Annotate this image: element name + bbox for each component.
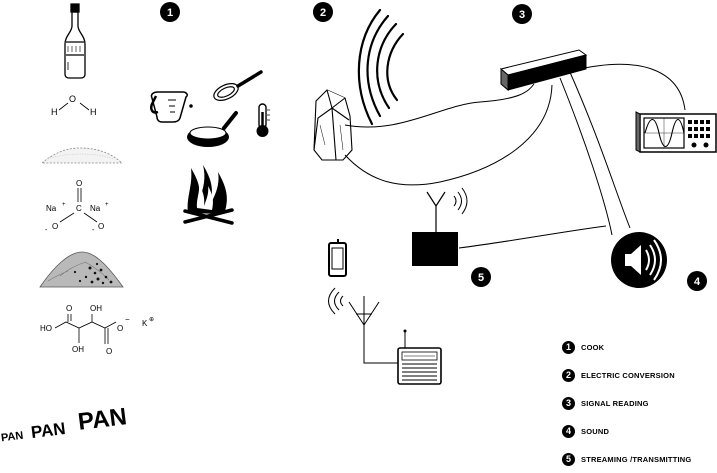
svg-text:HO: HO — [40, 324, 52, 333]
svg-text:C: C — [76, 204, 82, 213]
svg-text:O: O — [98, 222, 104, 231]
legend-label: STREAMING /TRANSMITTING — [581, 454, 692, 464]
svg-text:−: − — [125, 315, 130, 324]
svg-text:⊕: ⊕ — [149, 317, 154, 323]
svg-text:3: 3 — [519, 9, 525, 21]
legend-item-cook: 1 COOK — [562, 333, 714, 361]
svg-text:O: O — [66, 304, 72, 313]
svg-text:+: + — [105, 202, 109, 208]
svg-text:O: O — [117, 324, 123, 333]
mobile-phone-icon — [328, 239, 347, 277]
fire-icon — [183, 165, 234, 225]
diagram-canvas: H O H O C Na + Na + O O - - OH O — [39, 2, 717, 385]
badge-1: 1 — [160, 2, 180, 22]
svg-text:+: + — [62, 202, 66, 208]
speaker-icon — [611, 232, 667, 288]
badge-4: 4 — [687, 271, 707, 291]
sodium-carbonate-molecule: O C Na + Na + O O - - — [45, 179, 109, 234]
connection-cables — [344, 63, 686, 249]
svg-text:O: O — [52, 222, 58, 231]
pan-word-small: PAN — [0, 429, 25, 445]
radio-icon — [397, 329, 442, 385]
legend-item-streaming: 5 STREAMING /TRANSMITTING — [562, 445, 714, 473]
svg-text:K: K — [142, 319, 148, 328]
sand-pile-icon — [39, 251, 124, 288]
legend-number: 3 — [562, 396, 575, 410]
legend-number: 5 — [562, 452, 575, 466]
water-molecule: H O H — [51, 94, 97, 117]
svg-text:O: O — [76, 179, 82, 188]
legend-item-signal-reading: 3 SIGNAL READING — [562, 389, 714, 417]
svg-text:4: 4 — [694, 276, 701, 288]
wires-icon — [357, 8, 405, 126]
glass-bottle-icon — [64, 3, 86, 79]
pan-word-medium: PAN — [29, 418, 67, 443]
legend-label: SOUND — [581, 426, 610, 436]
legend: 1 COOK 2 ELECTRIC CONVERSION 3 SIGNAL RE… — [562, 333, 714, 473]
svg-text:Na: Na — [90, 204, 101, 213]
svg-text:O: O — [106, 347, 112, 356]
potassium-bitartrate-molecule: OH O HO OH O O − K ⊕ — [40, 304, 154, 356]
legend-number: 2 — [562, 368, 575, 382]
legend-label: COOK — [581, 342, 605, 352]
pan-word-large: PAN — [76, 403, 129, 436]
svg-text:1: 1 — [167, 7, 173, 19]
salt-pile-icon — [40, 147, 124, 164]
badge-2: 2 — [313, 2, 333, 22]
thermometer-icon — [256, 103, 270, 137]
svg-text:Na: Na — [46, 204, 57, 213]
oscilloscope-icon — [635, 111, 717, 153]
frying-pan-icon — [187, 111, 238, 147]
crystal-icon — [313, 89, 353, 161]
whisk-icon — [213, 70, 263, 101]
badge-5: 5 — [471, 267, 491, 287]
badge-3: 3 — [512, 4, 532, 24]
svg-text:2: 2 — [320, 7, 326, 19]
svg-text:-: - — [92, 227, 95, 234]
water-h2: H — [90, 107, 97, 117]
antenna-icon — [328, 287, 398, 364]
svg-text:OH: OH — [90, 304, 102, 313]
legend-label: ELECTRIC CONVERSION — [581, 370, 675, 380]
water-h1: H — [51, 107, 58, 117]
legend-item-electric-conversion: 2 ELECTRIC CONVERSION — [562, 361, 714, 389]
water-o: O — [69, 94, 76, 104]
svg-text:5: 5 — [478, 272, 484, 284]
legend-number: 1 — [562, 340, 575, 354]
transmitter-box-icon — [412, 187, 468, 266]
pan-pan-pan-logo: PAN PAN PAN — [0, 403, 140, 454]
legend-number: 4 — [562, 424, 575, 438]
signal-bar-icon — [499, 49, 588, 92]
legend-item-sound: 4 SOUND — [562, 417, 714, 445]
svg-text:OH: OH — [72, 345, 84, 354]
legend-label: SIGNAL READING — [581, 398, 649, 408]
svg-text:-: - — [45, 227, 48, 234]
measuring-cup-icon — [150, 91, 193, 123]
